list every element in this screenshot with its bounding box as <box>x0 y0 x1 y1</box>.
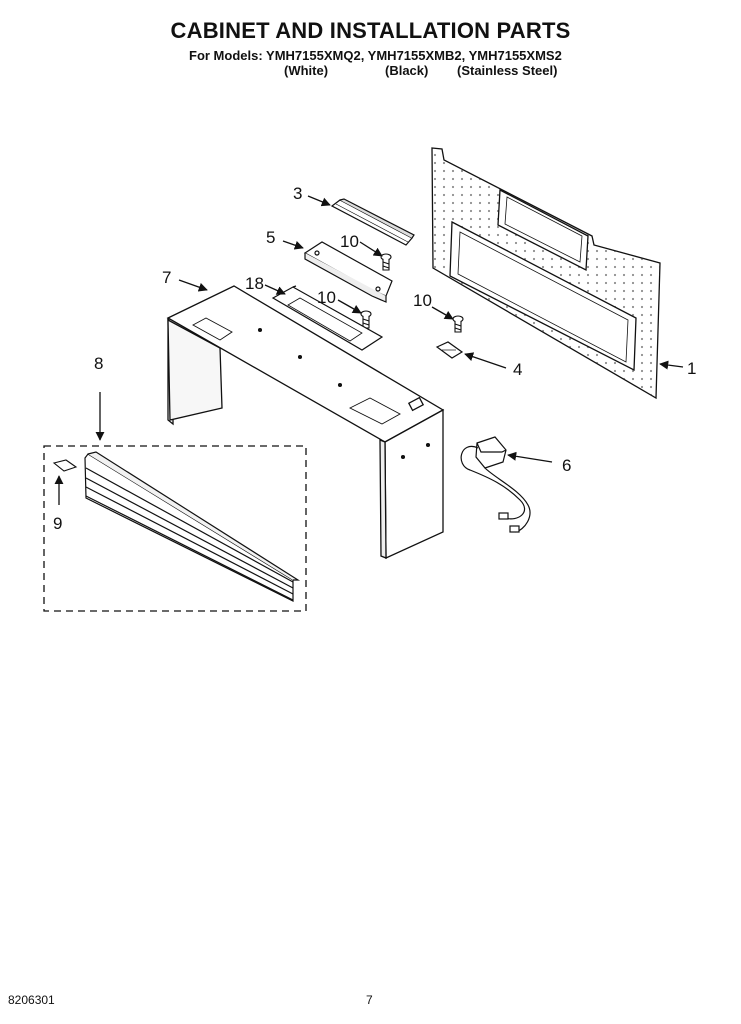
callout-7: 7 <box>162 268 171 287</box>
small-clip-part <box>52 459 78 472</box>
color-white-label: (White) <box>284 63 329 78</box>
grille-group-box <box>43 445 307 612</box>
color-stainless-label: (Stainless Steel) <box>457 63 558 78</box>
bracket-part <box>303 241 393 303</box>
models-line: For Models: YMH7155XMQ2, YMH7155XMB2, YM… <box>189 48 562 63</box>
vent-grille-part <box>84 451 301 602</box>
plate-part <box>271 285 384 351</box>
callout-6: 6 <box>562 456 571 475</box>
screw-part-c <box>452 315 464 333</box>
page-number: 7 <box>366 993 373 1007</box>
screw-part-a <box>380 253 392 271</box>
callout-9: 9 <box>53 514 62 533</box>
callout-10-a: 10 <box>340 232 359 251</box>
callout-10-c: 10 <box>413 291 432 310</box>
page-title: CABINET AND INSTALLATION PARTS <box>170 18 571 43</box>
callout-4: 4 <box>513 360 522 379</box>
callout-18: 18 <box>245 274 264 293</box>
callout-3: 3 <box>293 184 302 203</box>
callout-5: 5 <box>266 228 275 247</box>
callout-1: 1 <box>687 359 696 378</box>
switch-harness-part <box>460 436 531 533</box>
top-strip-part <box>330 198 415 246</box>
color-black-label: (Black) <box>385 63 429 78</box>
cabinet-part <box>166 285 445 560</box>
callout-10-b: 10 <box>317 288 336 307</box>
clip-part <box>435 341 464 359</box>
doc-number: 8206301 <box>8 993 55 1007</box>
callout-8: 8 <box>94 354 103 373</box>
leader-arrows <box>54 195 684 505</box>
mounting-plate-part <box>431 147 661 400</box>
